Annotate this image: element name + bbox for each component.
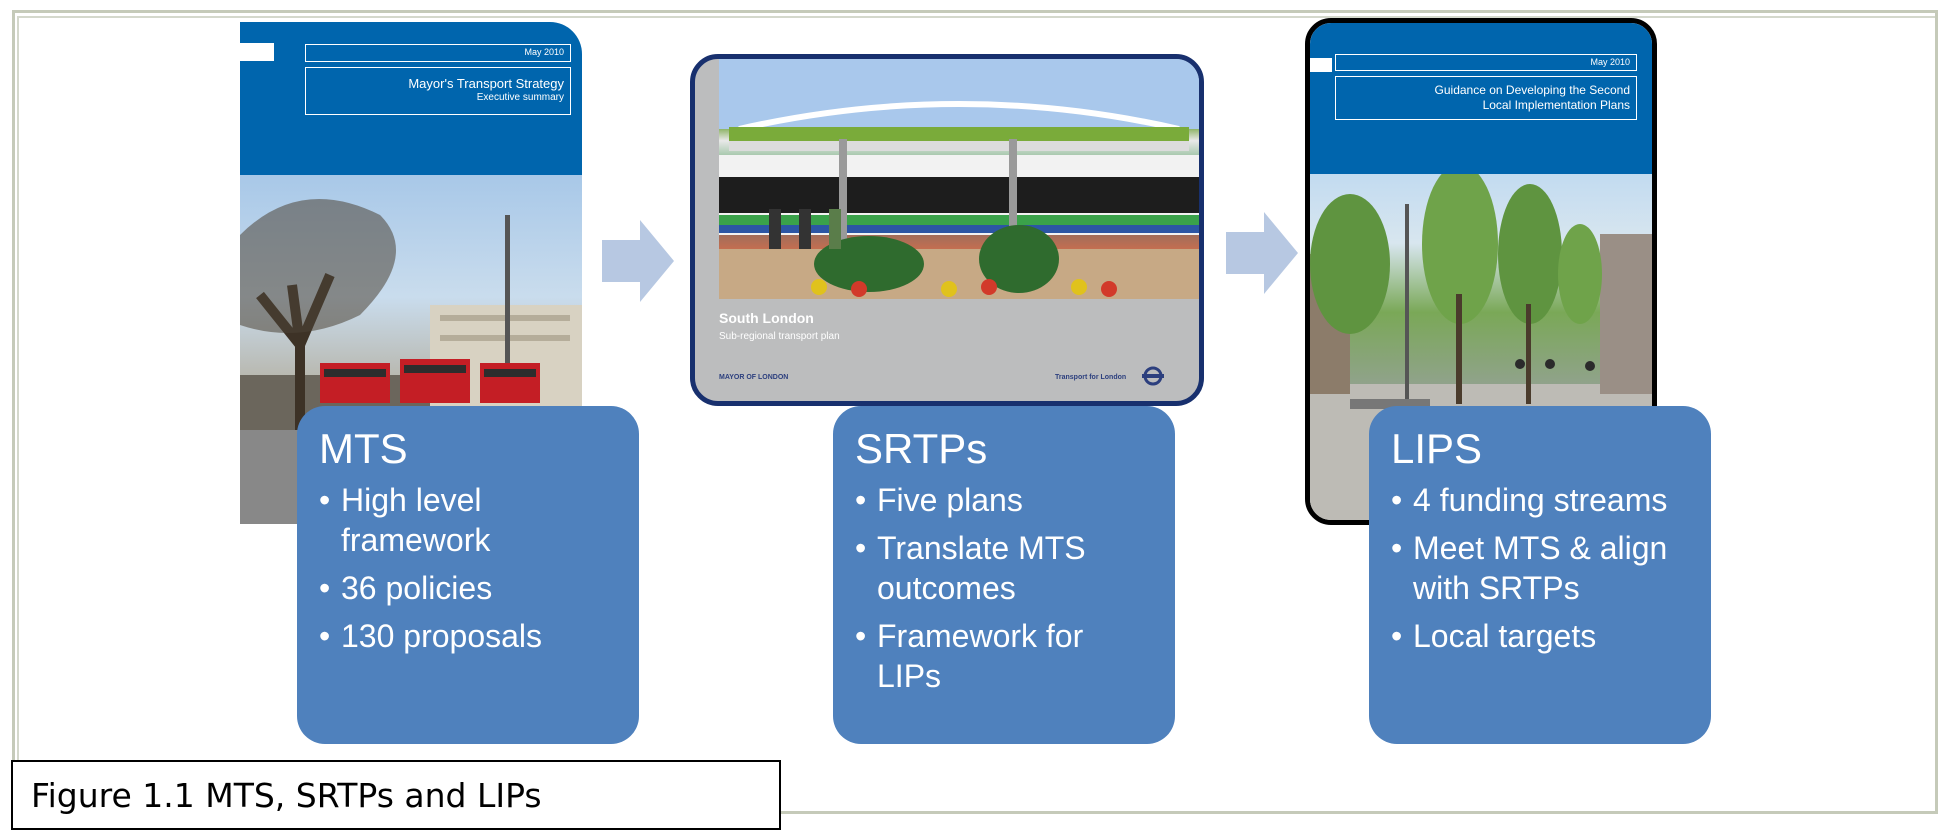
cover-lips-title-line2: Local Implementation Plans	[1482, 98, 1630, 112]
box-title: MTS	[319, 425, 408, 472]
cover-srtp-subtitle: Sub-regional transport plan	[719, 331, 840, 342]
cover-mts-date: May 2010	[305, 44, 571, 62]
bullet-text: Framework for LIPs	[877, 618, 1084, 694]
cover-mts-header: May 2010 Mayor's Transport Strategy Exec…	[240, 22, 582, 175]
summary-box-mts: MTS • High level framework • 36 policies •…	[297, 406, 639, 744]
box-title: LIPS	[1391, 425, 1483, 472]
bullet-item: • Translate MTS outcomes	[855, 528, 1153, 608]
bullet-item: • Local targets	[1391, 616, 1689, 656]
bullet-icon: •	[855, 530, 867, 566]
cover-lips-header: May 2010 Guidance on Developing the Seco…	[1310, 23, 1652, 174]
bullet-text: Five plans	[877, 482, 1023, 518]
cover-mts-title-line1: Mayor's Transport Strategy	[408, 76, 564, 91]
summary-box-srtps: SRTPs • Five plans • Translate MTS outcome…	[833, 406, 1175, 744]
bullet-list: • High level framework • 36 policies • 130 …	[319, 480, 617, 656]
cover-mts-title: Mayor's Transport Strategy Executive sum…	[305, 67, 571, 115]
figure-caption: Figure 1.1 MTS, SRTPs and LIPs	[11, 760, 781, 830]
slide-frame-inner	[17, 16, 1935, 814]
cover-lips-date: May 2010	[1335, 54, 1637, 71]
cover-lips-title: Guidance on Developing the Second Local …	[1335, 76, 1637, 120]
cover-srtp-publisher-left: MAYOR OF LONDON	[719, 374, 789, 381]
cover-mts: May 2010 Mayor's Transport Strategy Exec…	[240, 22, 582, 524]
cover-srtp: South London Sub-regional transport plan…	[690, 54, 1204, 406]
tram-stop-illustration	[719, 59, 1199, 299]
cover-srtp-photo	[719, 59, 1199, 299]
cover-srtp-publisher-right: Transport for London	[1055, 374, 1127, 381]
bullet-text: 4 funding streams	[1413, 482, 1668, 518]
bullet-icon: •	[1391, 618, 1403, 654]
bullet-item: • High level framework	[319, 480, 617, 560]
bullet-item: • 130 proposals	[319, 616, 617, 656]
bullet-text: 36 policies	[341, 570, 493, 606]
arrow-right-icon	[602, 220, 674, 302]
bullet-text: Meet MTS & align with SRTPs	[1413, 530, 1668, 606]
bullet-item: • 36 policies	[319, 568, 617, 608]
bullet-item: • 4 funding streams	[1391, 480, 1689, 520]
summary-box-lips: LIPS • 4 funding streams • Meet MTS & alig…	[1369, 406, 1711, 744]
bullet-text: Translate MTS outcomes	[877, 530, 1086, 606]
bullet-icon: •	[319, 618, 331, 654]
bullet-item: • Framework for LIPs	[855, 616, 1153, 696]
bullet-text: High level framework	[341, 482, 491, 558]
cover-mts-title-line2: Executive summary	[476, 92, 564, 103]
bullet-icon: •	[319, 482, 331, 518]
cover-lips-title-line1: Guidance on Developing the Second	[1434, 83, 1630, 97]
bullet-text: 130 proposals	[341, 618, 543, 654]
bullet-text: Local targets	[1413, 618, 1597, 654]
bullet-icon: •	[1391, 482, 1403, 518]
bullet-icon: •	[855, 482, 867, 518]
bullet-list: • Five plans • Translate MTS outcomes • Fra…	[855, 480, 1153, 696]
bullet-list: • 4 funding streams • Meet MTS & align wit…	[1391, 480, 1689, 656]
cover-tab	[1310, 58, 1332, 72]
bullet-icon: •	[319, 570, 331, 606]
cover-srtp-title: South London	[719, 310, 814, 326]
bullet-icon: •	[1391, 530, 1403, 566]
bullet-item: • Five plans	[855, 480, 1153, 520]
bullet-icon: •	[855, 618, 867, 654]
tfl-roundel-icon	[1142, 366, 1164, 386]
cover-tab	[240, 43, 274, 61]
arrow-right-icon	[1226, 212, 1298, 294]
bullet-item: • Meet MTS & align with SRTPs	[1391, 528, 1689, 608]
box-title: SRTPs	[855, 425, 988, 472]
